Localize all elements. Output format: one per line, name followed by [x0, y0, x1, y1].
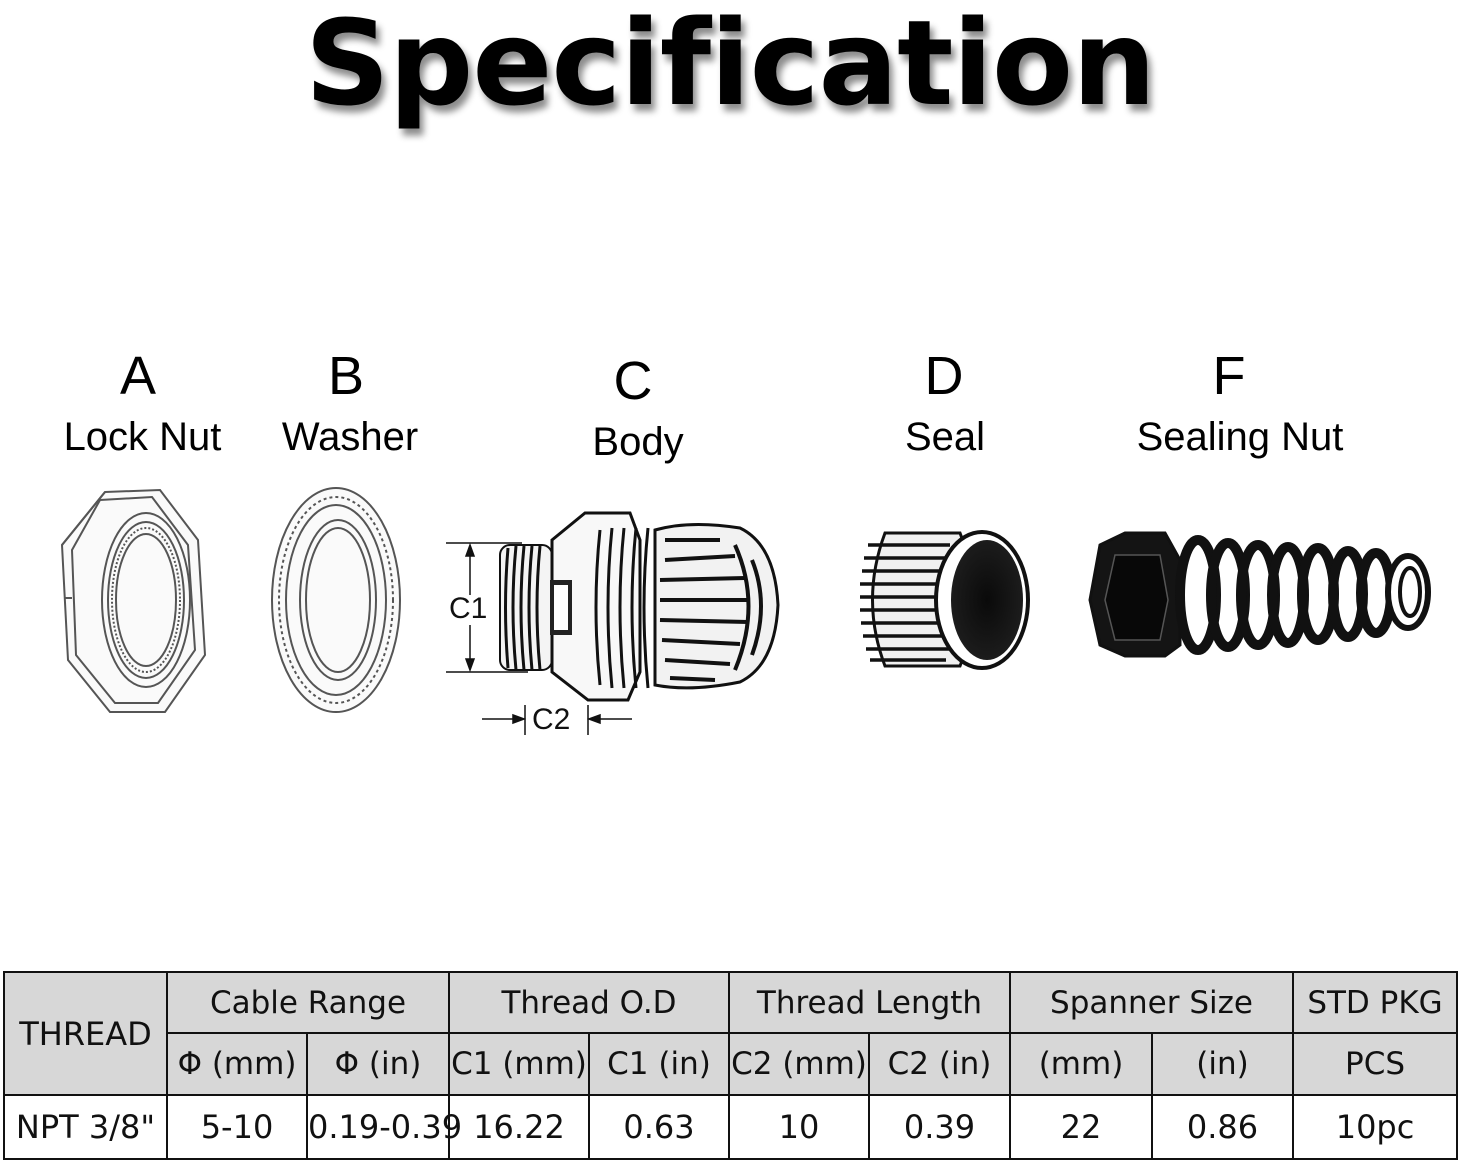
part-b-letter: B: [327, 346, 365, 406]
part-a-letter: A: [119, 346, 157, 406]
subheader-cell: Φ (in): [306, 1032, 450, 1096]
thread-header: THREAD: [3, 971, 168, 1096]
table-cell: NPT 3/8": [3, 1094, 168, 1160]
part-a-name: Lock Nut: [63, 415, 222, 459]
parts-illustration: [60, 487, 1431, 735]
c1-dimension-label: C1: [449, 592, 488, 625]
group-spanner-size: Spanner Size: [1008, 971, 1295, 1034]
table-cell: 5-10: [166, 1094, 308, 1160]
part-c-name: Body: [592, 420, 684, 464]
sealing-nut-drawing: [1088, 531, 1431, 658]
part-f-letter: F: [1212, 346, 1246, 406]
seal-drawing: [860, 530, 1030, 670]
part-c-letter: C: [613, 351, 653, 411]
table-header-row: THREAD Cable Range Thread O.D Thread Len…: [3, 971, 1459, 1096]
subheader-cell: C2 (mm): [728, 1032, 870, 1096]
group-thread-od: Thread O.D: [448, 971, 730, 1034]
group-cable-range: Cable Range: [166, 971, 450, 1034]
subheader-cell: (in): [1150, 1032, 1295, 1096]
lock-nut-drawing: [60, 488, 207, 713]
table-subheader-row: Φ (mm) Φ (in) C1 (mm) C1 (in) C2 (mm) C2…: [4, 1032, 1459, 1096]
part-d-letter: D: [924, 346, 964, 406]
group-std-pkg: STD PKG: [1292, 971, 1459, 1034]
table-cell: 16.22: [448, 1094, 590, 1160]
table-cell: 10pc: [1292, 1094, 1459, 1160]
subheader-cell: PCS: [1292, 1032, 1459, 1096]
page-title: Specification: [304, 0, 1156, 132]
body-drawing: [446, 511, 780, 735]
table-cell: 0.19-0.39: [306, 1094, 462, 1160]
table-cell: 0.86: [1150, 1094, 1295, 1160]
specification-table: THREAD Cable Range Thread O.D Thread Len…: [3, 971, 1459, 1160]
part-b-name: Washer: [281, 415, 419, 459]
subheader-cell: Φ (mm): [166, 1032, 308, 1096]
washer-drawing: [271, 487, 401, 713]
table-cell: 0.63: [588, 1094, 730, 1160]
table-cell: 22: [1009, 1094, 1153, 1160]
group-thread-length: Thread Length: [728, 971, 1011, 1034]
table-row: NPT 3/8" 5-10 0.19-0.39 16.22 0.63 10 0.…: [3, 1094, 1459, 1160]
table-cell: 0.39: [868, 1094, 1011, 1160]
subheader-cell: (mm): [1009, 1032, 1153, 1096]
subheader-cell: C1 (mm): [448, 1032, 590, 1096]
table-cell: 10: [728, 1094, 870, 1160]
c2-dimension-label: C2: [532, 703, 571, 736]
part-d-name: Seal: [904, 415, 986, 459]
part-f-name: Sealing Nut: [1136, 415, 1344, 459]
subheader-cell: C1 (in): [588, 1032, 730, 1096]
subheader-cell: C2 (in): [868, 1032, 1011, 1096]
